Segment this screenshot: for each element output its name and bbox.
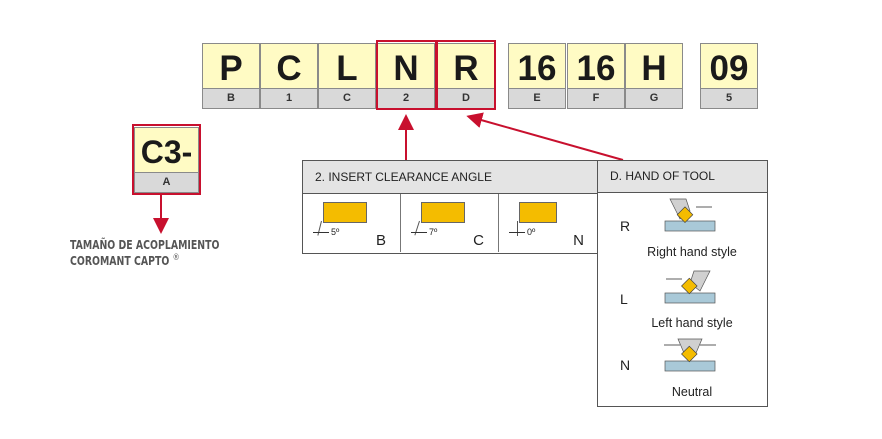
angle-line [317, 220, 322, 236]
hand-letter-n: N [620, 357, 631, 373]
angle-line [517, 221, 518, 236]
clearance-angle-value: 5º [331, 227, 340, 237]
clearance-panel-title: 2. INSERT CLEARANCE ANGLE [303, 161, 598, 194]
insert-icon [421, 202, 465, 223]
arrow-hand [466, 112, 624, 161]
hand-panel-title: D. HAND OF TOOL [598, 161, 767, 193]
clearance-item-n: 0º N [499, 194, 598, 252]
code-box-l: L C [318, 43, 376, 109]
highlight-r [436, 40, 496, 110]
highlight-n [376, 40, 437, 110]
angle-line [414, 220, 420, 236]
clearance-item-c: 7º C [401, 194, 499, 252]
capto-size-label: TAMAÑO DE ACOPLAMIENTO COROMANT CAPTO ® [70, 239, 219, 268]
clearance-angle-value: 0º [527, 227, 536, 237]
hand-caption-left: Left hand style [651, 316, 733, 330]
hand-caption-right: Right hand style [647, 245, 737, 259]
clearance-letter: C [473, 232, 484, 249]
clearance-letter: B [375, 232, 386, 249]
code-box-16-f: 16 F [567, 43, 625, 109]
code-letter: N [393, 49, 419, 88]
right-hand-tool-icon [664, 198, 716, 232]
code-box-c: C 1 [260, 43, 318, 109]
clearance-item-b: 5º B [303, 194, 401, 252]
capto-box: C3- A [134, 127, 199, 193]
code-box-n: N 2 [377, 43, 435, 109]
dimension-arrow-icon [411, 232, 427, 233]
capto-label-line1: TAMAÑO DE ACOPLAMIENTO [70, 238, 220, 252]
capto-position: A [135, 172, 198, 192]
code-position: D [438, 88, 494, 108]
hand-letter-l: L [620, 291, 628, 307]
insert-icon [323, 202, 367, 223]
capto-label-line2: COROMANT CAPTO [70, 254, 170, 268]
dimension-arrow-icon [313, 232, 329, 233]
code-letter: C [276, 49, 302, 88]
code-position: B [203, 88, 259, 108]
code-position: G [626, 88, 682, 108]
code-position: 5 [701, 88, 757, 108]
code-letter: 16 [576, 49, 616, 88]
neutral-tool-icon [664, 338, 716, 372]
code-box-16-e: 16 E [508, 43, 566, 109]
code-position: C [319, 88, 375, 108]
code-letter: 09 [709, 49, 749, 88]
code-letter: 16 [517, 49, 557, 88]
code-letter: R [453, 49, 479, 88]
hand-of-tool-panel: D. HAND OF TOOL R Right hand style L Lef… [597, 160, 768, 407]
code-position: 2 [378, 88, 434, 108]
code-box-h: H G [625, 43, 683, 109]
dimension-arrow-icon [509, 232, 525, 233]
code-box-p: P B [202, 43, 260, 109]
code-position: 1 [261, 88, 317, 108]
insert-icon [519, 202, 557, 223]
clearance-letter: N [573, 232, 584, 249]
code-letter: L [336, 49, 358, 88]
highlight-capto [132, 124, 201, 195]
hand-letter-r: R [620, 218, 631, 234]
hand-caption-neutral: Neutral [671, 385, 713, 399]
code-position: F [568, 88, 624, 108]
left-hand-tool-icon [664, 270, 716, 304]
code-position: E [509, 88, 565, 108]
code-letter: H [641, 49, 667, 88]
code-box-09: 09 5 [700, 43, 758, 109]
clearance-angle-panel: 2. INSERT CLEARANCE ANGLE 5º B 7º C 0º N [302, 160, 599, 254]
registered-mark: ® [172, 253, 180, 263]
capto-code: C3- [140, 134, 193, 170]
code-letter: P [219, 49, 243, 88]
clearance-angle-value: 7º [429, 227, 438, 237]
